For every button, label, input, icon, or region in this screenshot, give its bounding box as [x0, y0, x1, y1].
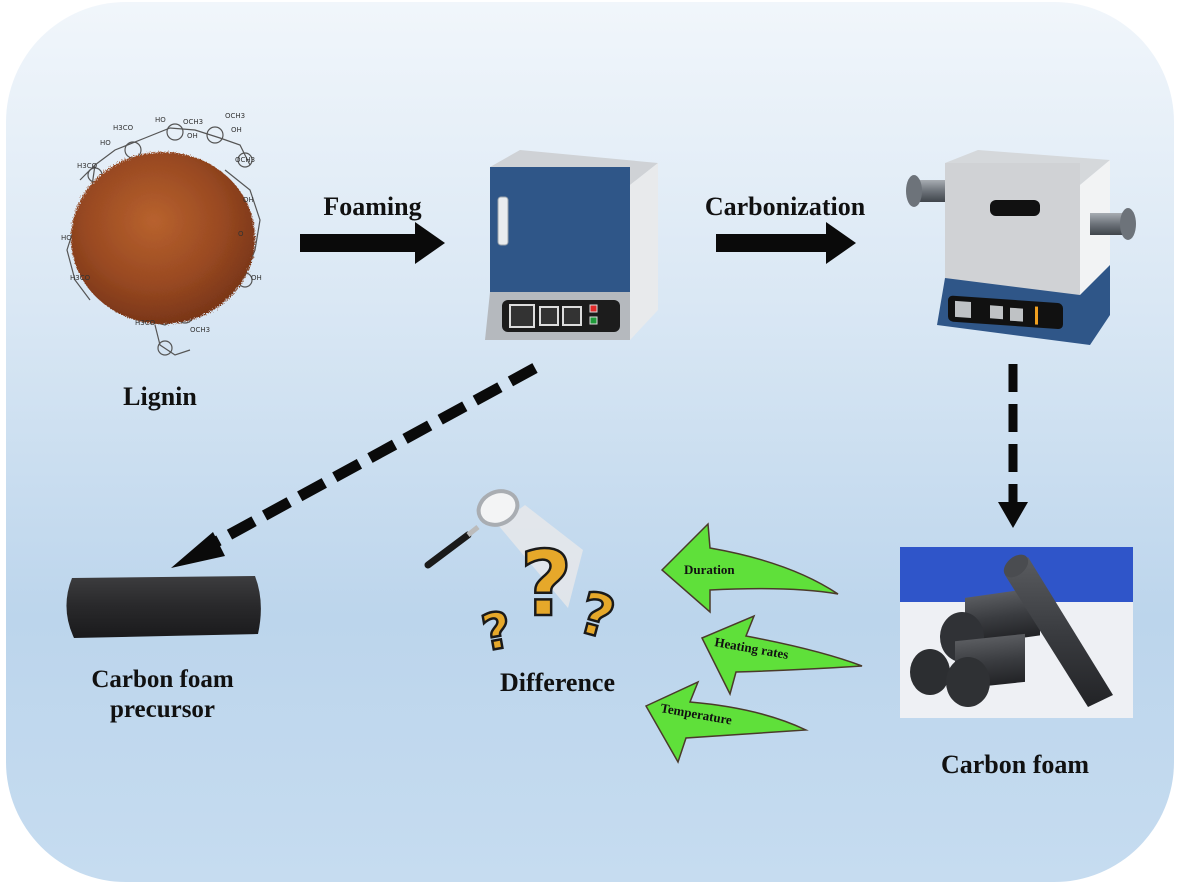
furnace-door: [490, 167, 630, 292]
heating-rates-arrow: [700, 614, 863, 697]
svg-text:OH: OH: [243, 196, 254, 204]
tube-furnace-window: [990, 200, 1040, 216]
svg-text:H3CO: H3CO: [113, 124, 134, 132]
carbon-foam-label: Carbon foam: [940, 750, 1090, 779]
tube-furnace-body: [945, 163, 1080, 295]
svg-text:OCH3: OCH3: [183, 118, 203, 126]
magnifier-light-beam: [498, 505, 583, 608]
lignin-chem-labels: H3CO HO OCH3 OH H3CO OCH3 OH HO OH H3CO …: [61, 112, 262, 334]
carbon-foam-precursor-image: [66, 576, 261, 638]
svg-text:OH: OH: [231, 126, 242, 134]
factor-arrows: Duration Heating rates Temperature: [644, 522, 863, 764]
tube-right: [1090, 213, 1126, 235]
tube-furnace-illustration: [906, 150, 1136, 345]
question-mark-large: ?: [520, 532, 572, 637]
svg-text:H3CO: H3CO: [70, 274, 91, 282]
lignin-label: Lignin: [123, 382, 197, 411]
precursor-label: Carbon foam precursor: [60, 665, 265, 725]
svg-text:OCH3: OCH3: [190, 326, 210, 334]
svg-text:O: O: [238, 230, 244, 238]
carbon-foam-image: [900, 547, 1133, 718]
furnace-door-handle: [497, 196, 509, 246]
precursor-label-line2: precursor: [109, 696, 216, 723]
duration-label: Duration: [684, 562, 735, 577]
lignin-powder: [71, 152, 255, 324]
lignin-powder-illustration: H3CO HO OCH3 OH H3CO OCH3 OH HO OH H3CO …: [61, 112, 262, 356]
dashed-arrow-to-carbon-foam: [998, 364, 1028, 528]
muffle-furnace-illustration: [485, 150, 658, 340]
svg-text:H3CO: H3CO: [135, 319, 156, 327]
duration-arrow: [660, 522, 839, 614]
carbon-foam-cylinder: [910, 649, 950, 695]
svg-text:OH: OH: [187, 132, 198, 140]
diagram-background: [6, 2, 1174, 882]
foaming-arrow: [300, 222, 445, 264]
red-indicator: [589, 304, 598, 313]
question-mark-right: ?: [572, 578, 622, 652]
svg-text:H3CO: H3CO: [77, 162, 98, 170]
difference-label: Difference: [499, 668, 615, 697]
difference-illustration: ? ? ?: [424, 489, 623, 664]
svg-text:OCH3: OCH3: [235, 156, 255, 164]
carbonization-label: Carbonization: [704, 192, 866, 221]
temperature-arrow: [644, 680, 809, 764]
carbonization-arrow: [716, 222, 856, 264]
svg-text:HO: HO: [100, 139, 111, 147]
precursor-label-line1: Carbon foam: [91, 666, 234, 693]
tube-left: [912, 180, 952, 202]
furnace-side: [630, 163, 658, 340]
orange-indicator: [1035, 306, 1038, 325]
question-mark-left: ?: [477, 601, 516, 663]
carbon-foam-cylinder: [946, 657, 990, 707]
svg-text:OH: OH: [251, 274, 262, 282]
magnifier-lens: [476, 489, 520, 527]
magnifier-handle: [424, 531, 472, 569]
svg-text:OCH3: OCH3: [225, 112, 245, 120]
svg-text:HO: HO: [61, 234, 72, 242]
foaming-label: Foaming: [323, 192, 422, 221]
carbon-foam-cylinder-tilted: [1005, 557, 1113, 707]
green-indicator: [589, 316, 598, 325]
dashed-arrow-to-precursor: [171, 363, 538, 568]
svg-text:HO: HO: [155, 116, 166, 124]
